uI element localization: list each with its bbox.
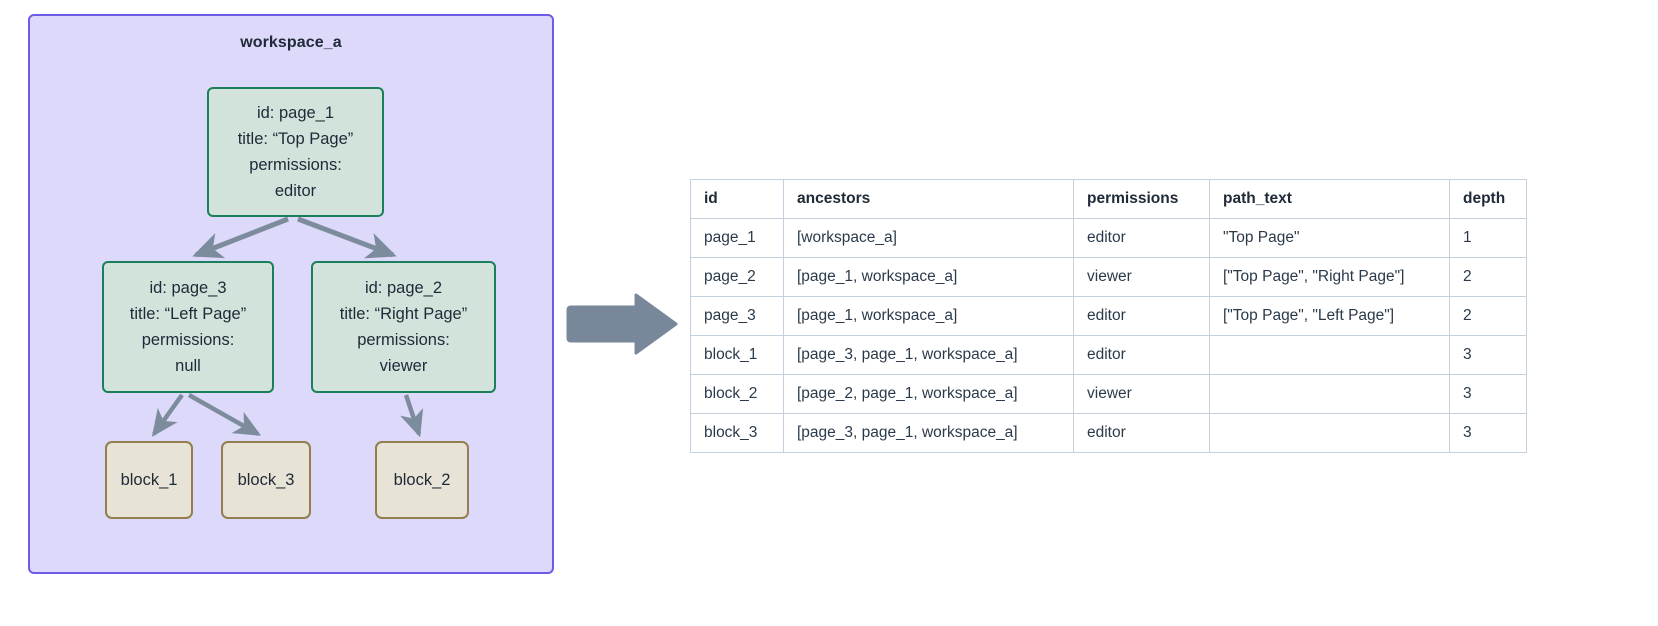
cell-permissions: editor: [1073, 296, 1210, 336]
cell-depth: 2: [1449, 257, 1527, 297]
node-page-2[interactable]: id: page_2 title: “Right Page” permissio…: [311, 261, 496, 393]
cell-path-text: [1209, 374, 1450, 414]
column-header-permissions[interactable]: permissions: [1073, 179, 1210, 219]
node-block-1-label: block_1: [120, 470, 178, 489]
cell-permissions: viewer: [1073, 257, 1210, 297]
column-header-path-text[interactable]: path_text: [1209, 179, 1450, 219]
cell-permissions: viewer: [1073, 374, 1210, 414]
cell-id: page_2: [690, 257, 784, 297]
cell-ancestors: [page_1, workspace_a]: [783, 296, 1074, 336]
table-row[interactable]: block_3 [page_3, page_1, workspace_a] ed…: [690, 413, 1527, 453]
column-header-depth[interactable]: depth: [1449, 179, 1527, 219]
node-page-3-line-0: id: page_3: [149, 279, 227, 297]
node-page-2-line-3: viewer: [379, 357, 428, 375]
cell-ancestors: [workspace_a]: [783, 218, 1074, 258]
column-header-id[interactable]: id: [690, 179, 784, 219]
node-block-2-label: block_2: [393, 470, 451, 489]
right-arrow-icon: [566, 293, 678, 355]
table-row[interactable]: page_2 [page_1, workspace_a] viewer ["To…: [690, 257, 1527, 297]
cell-path-text: [1209, 413, 1450, 453]
cell-path-text: [1209, 335, 1450, 375]
node-page-2-line-1: title: “Right Page”: [339, 305, 468, 323]
cell-id: block_2: [690, 374, 784, 414]
cell-ancestors: [page_2, page_1, workspace_a]: [783, 374, 1074, 414]
cell-id: page_1: [690, 218, 784, 258]
table-header-row: id ancestors permissions path_text depth: [690, 179, 1527, 219]
node-page-3-line-3: null: [175, 357, 201, 375]
node-page-1-line-1: title: “Top Page”: [237, 130, 354, 148]
cell-depth: 3: [1449, 413, 1527, 453]
cell-ancestors: [page_3, page_1, workspace_a]: [783, 335, 1074, 375]
node-block-1[interactable]: block_1: [105, 441, 193, 519]
cell-path-text: "Top Page": [1209, 218, 1450, 258]
cell-depth: 3: [1449, 374, 1527, 414]
node-page-3-line-1: title: “Left Page”: [129, 305, 247, 323]
cell-depth: 3: [1449, 335, 1527, 375]
cell-id: block_1: [690, 335, 784, 375]
node-page-1-line-3: editor: [274, 182, 317, 200]
cell-ancestors: [page_1, workspace_a]: [783, 257, 1074, 297]
cell-path-text: ["Top Page", "Right Page"]: [1209, 257, 1450, 297]
node-block-3-label: block_3: [237, 470, 295, 489]
node-block-3[interactable]: block_3: [221, 441, 311, 519]
table-row[interactable]: page_3 [page_1, workspace_a] editor ["To…: [690, 296, 1527, 336]
cell-id: block_3: [690, 413, 784, 453]
table-row[interactable]: block_1 [page_3, page_1, workspace_a] ed…: [690, 335, 1527, 375]
column-header-ancestors[interactable]: ancestors: [783, 179, 1074, 219]
cell-path-text: ["Top Page", "Left Page"]: [1209, 296, 1450, 336]
cell-permissions: editor: [1073, 335, 1210, 375]
node-page-3[interactable]: id: page_3 title: “Left Page” permission…: [102, 261, 274, 393]
cell-id: page_3: [690, 296, 784, 336]
node-page-2-line-2: permissions:: [357, 331, 450, 349]
cell-permissions: editor: [1073, 218, 1210, 258]
table-row[interactable]: block_2 [page_2, page_1, workspace_a] vi…: [690, 374, 1527, 414]
cell-permissions: editor: [1073, 413, 1210, 453]
node-page-2-line-0: id: page_2: [364, 279, 443, 297]
node-page-3-line-2: permissions:: [141, 331, 235, 349]
result-table: id ancestors permissions path_text depth…: [690, 179, 1527, 453]
table-row[interactable]: page_1 [workspace_a] editor "Top Page" 1: [690, 218, 1527, 258]
node-page-1-line-0: id: page_1: [256, 104, 335, 122]
cell-depth: 2: [1449, 296, 1527, 336]
node-page-1-line-2: permissions:: [249, 156, 342, 174]
cell-depth: 1: [1449, 218, 1527, 258]
workspace-title: workspace_a: [240, 34, 342, 51]
cell-ancestors: [page_3, page_1, workspace_a]: [783, 413, 1074, 453]
node-page-1[interactable]: id: page_1 title: “Top Page” permissions…: [207, 87, 384, 217]
node-block-2[interactable]: block_2: [375, 441, 469, 519]
